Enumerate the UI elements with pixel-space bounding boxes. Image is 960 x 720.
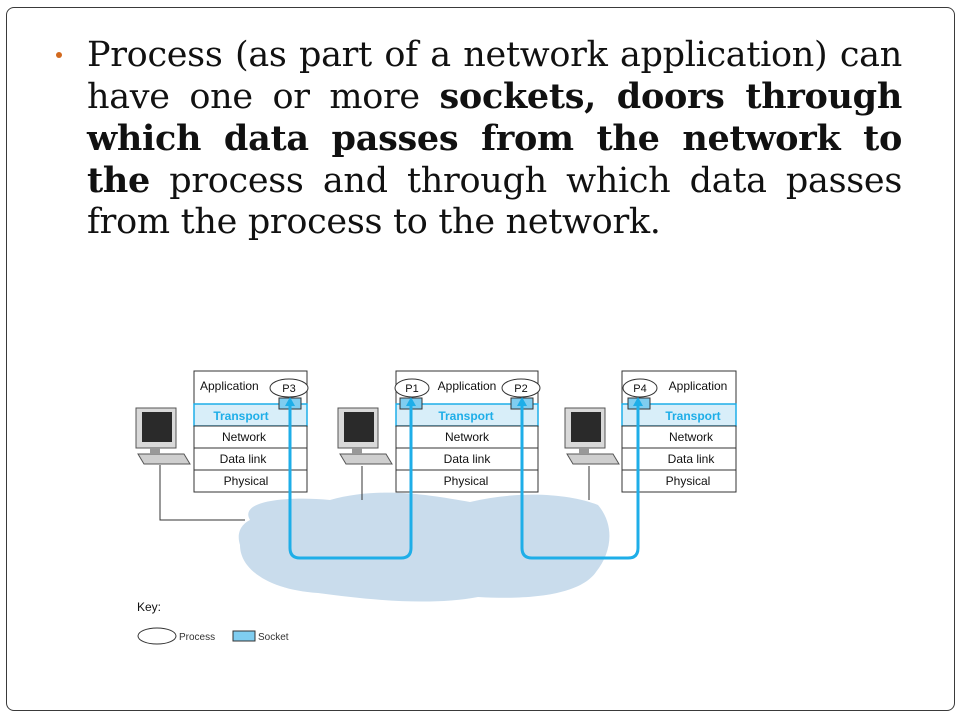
- host2-physical-label: Physical: [444, 474, 489, 488]
- host2-physical-layer: [395, 469, 539, 493]
- paragraph-rest: process and through which data passes fr…: [87, 161, 902, 242]
- key-process-icon: [137, 627, 177, 645]
- host1-datalink-label: Data link: [220, 452, 268, 466]
- process-p3-label: P3: [282, 383, 295, 395]
- host3-physical-label: Physical: [666, 474, 711, 488]
- key-process-label: Process: [179, 632, 215, 643]
- host1-transport-label: Transport: [213, 409, 268, 423]
- host2-datalink-label: Data link: [444, 452, 492, 466]
- arrow-up-icon: [517, 397, 527, 406]
- host2-application-label: Application: [438, 379, 497, 393]
- arrow-up-icon: [406, 397, 416, 406]
- key-socket-label: Socket: [258, 632, 289, 643]
- host2-transport-label: Transport: [438, 409, 493, 423]
- host1-stack: Application Transport Network Data link …: [193, 370, 309, 493]
- host2-network-label: Network: [445, 430, 490, 444]
- process-p4: [622, 378, 658, 398]
- data-path-p3-p1: [288, 404, 413, 560]
- process-p2: [501, 378, 541, 398]
- host1-physical-layer: [193, 469, 308, 493]
- key-title: Key:: [137, 600, 161, 614]
- key-socket-icon: [232, 630, 256, 642]
- computer-icon-3: [564, 407, 620, 465]
- process-p3: [269, 378, 309, 398]
- paragraph-intro: Process (as part of a network applicatio…: [87, 35, 902, 117]
- network-cloud: [238, 492, 610, 602]
- host3-application-label: Application: [669, 379, 728, 393]
- bullet-icon: [56, 52, 62, 58]
- host1-physical-label: Physical: [224, 474, 269, 488]
- host3-network-label: Network: [669, 430, 714, 444]
- computer-icon-2: [337, 407, 393, 465]
- process-p4-label: P4: [633, 383, 646, 395]
- arrow-up-icon: [285, 397, 295, 406]
- data-path-p2-p4: [520, 404, 640, 560]
- paragraph-bold: sockets, doors through which data passes…: [87, 76, 902, 201]
- host2-stack: Application Transport Network Data link …: [394, 370, 541, 493]
- host1-application-label: Application: [200, 379, 259, 393]
- arrow-up-icon: [633, 397, 643, 406]
- host3-physical-layer: [621, 469, 737, 493]
- computer-icon-1: [135, 407, 191, 465]
- host1-link-line: [159, 465, 245, 521]
- host3-transport-label: Transport: [665, 409, 720, 423]
- process-p1: [394, 378, 430, 398]
- host1-network-label: Network: [222, 430, 267, 444]
- host3-datalink-label: Data link: [668, 452, 716, 466]
- host3-stack: Application Transport Network Data link …: [621, 370, 737, 493]
- process-p2-label: P2: [514, 383, 527, 395]
- body-paragraph: Process (as part of a network applicatio…: [87, 35, 902, 243]
- process-p1-label: P1: [405, 383, 418, 395]
